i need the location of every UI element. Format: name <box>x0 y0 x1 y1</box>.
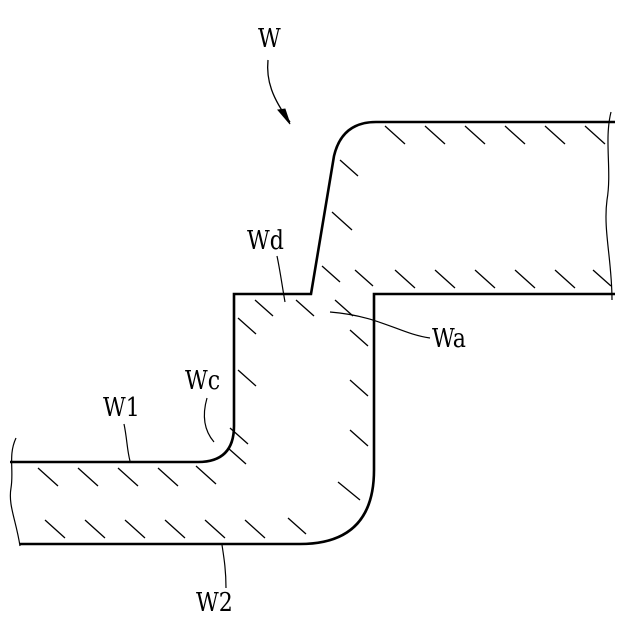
label-wc: Wc <box>185 368 220 394</box>
inner-profile-line <box>10 122 615 462</box>
leader-w1 <box>124 424 130 461</box>
label-w2: W2 <box>196 590 233 616</box>
label-wa: Wa <box>432 326 466 352</box>
leader-wc <box>204 398 214 442</box>
label-w1: W1 <box>103 395 140 421</box>
right-break-line <box>606 112 612 300</box>
leader-w2 <box>222 545 226 588</box>
label-w: W <box>258 26 281 52</box>
label-wd: Wd <box>247 228 284 254</box>
leader-wa <box>330 312 430 338</box>
hatching <box>38 126 611 538</box>
left-break-line <box>10 438 20 546</box>
leader-w-arrowhead <box>278 109 290 124</box>
